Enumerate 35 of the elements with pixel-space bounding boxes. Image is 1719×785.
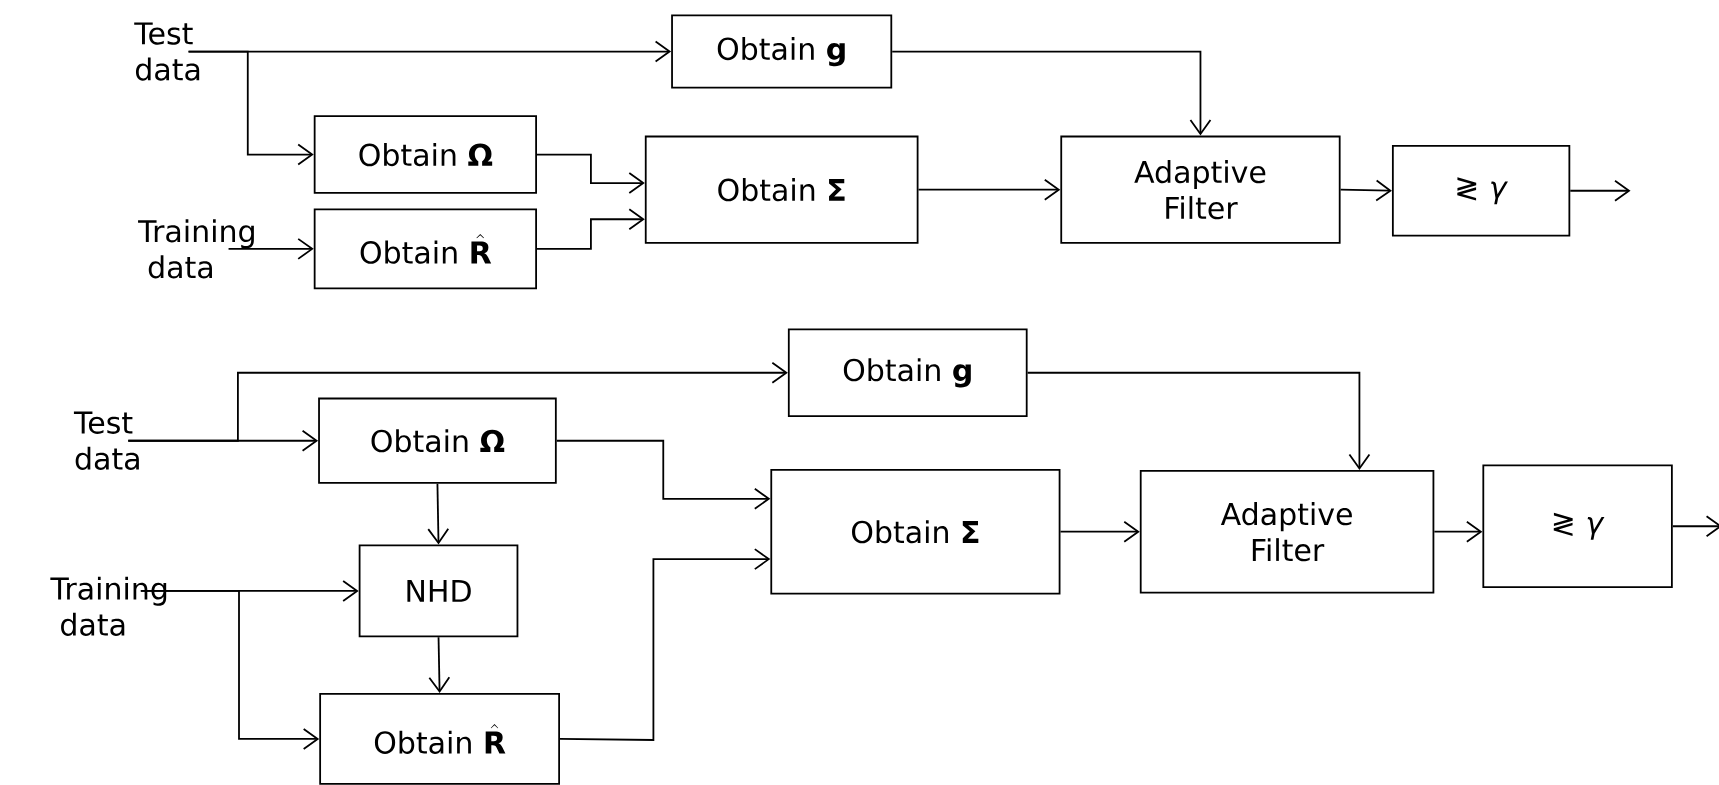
arrow — [559, 548, 771, 741]
process-box: NHD — [358, 544, 519, 638]
process-box: Obtain Ω — [318, 397, 557, 484]
arrow — [127, 429, 319, 452]
process-box: Obtain Σ — [644, 135, 919, 244]
process-box: Adaptive Filter — [1139, 470, 1435, 594]
input-label: Test data — [134, 22, 200, 81]
process-box: $\text{Obtain }\hat{\mathbf{R}}$ — [313, 208, 537, 290]
arrow — [555, 439, 771, 510]
arrow — [187, 50, 314, 166]
arrow — [1433, 520, 1483, 543]
process-box: Obtain g — [787, 328, 1028, 417]
process-box: Obtain Ω — [313, 115, 537, 194]
arrow — [1026, 371, 1371, 470]
input-label: Training data — [50, 576, 167, 636]
arrow — [1059, 520, 1140, 543]
arrow — [1339, 179, 1392, 202]
process-box: ≷ γ — [1482, 464, 1673, 588]
arrow — [1671, 515, 1719, 538]
arrow — [139, 590, 320, 750]
arrow — [227, 238, 314, 260]
input-label: Training data — [138, 219, 254, 279]
input-label: Test data — [73, 411, 139, 470]
arrow — [427, 482, 450, 545]
arrow — [891, 50, 1212, 136]
arrow — [536, 208, 645, 250]
arrow — [1569, 179, 1631, 202]
process-box: ≷ γ — [1391, 144, 1571, 237]
arrow — [428, 636, 451, 694]
arrow — [917, 178, 1061, 201]
process-box: Adaptive Filter — [1060, 135, 1341, 244]
process-box: Obtain g — [671, 14, 893, 89]
process-box: $\text{Obtain }\hat{\mathbf{R}}$ — [319, 693, 560, 785]
arrow — [536, 153, 645, 194]
process-box: Obtain Σ — [770, 468, 1061, 595]
